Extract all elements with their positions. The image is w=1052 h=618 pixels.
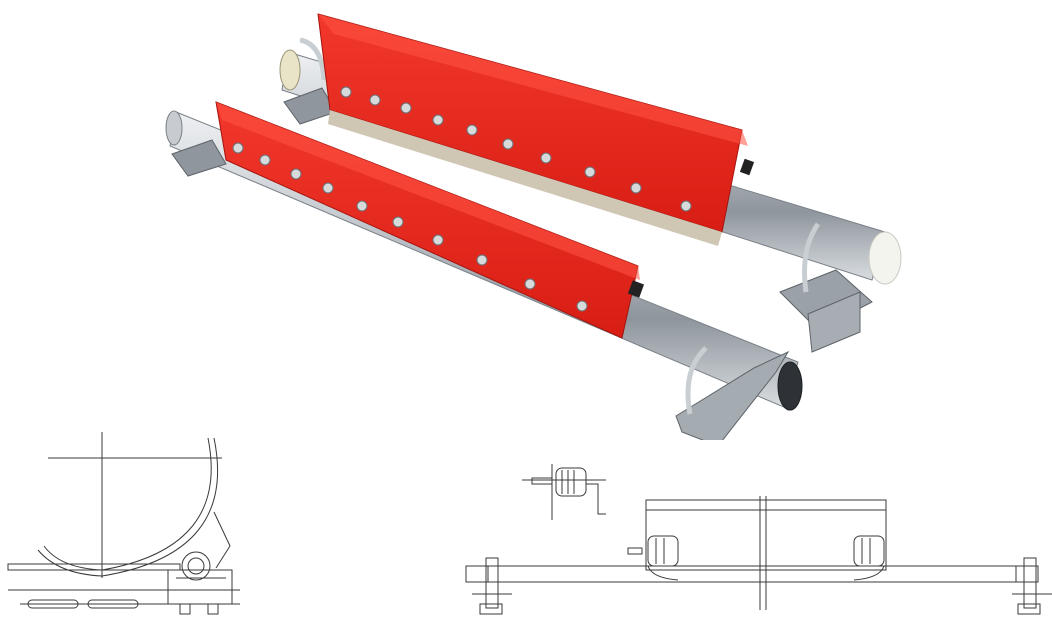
front-left-bracket [171, 139, 227, 177]
front-end-cap-right [777, 361, 803, 411]
front-view-drawing [465, 464, 1052, 615]
product-photo [165, 13, 902, 440]
front-scraper [165, 101, 803, 440]
back-end-cap-right [868, 231, 902, 285]
back-end-cap-left [279, 49, 301, 91]
back-blade-bolts [340, 86, 692, 212]
front-blade-bolts [232, 142, 588, 312]
front-right-bracket [675, 350, 790, 440]
side-view-drawing [7, 432, 240, 615]
back-scraper [279, 13, 902, 353]
front-end-cap-left [165, 110, 183, 146]
front-blade [215, 101, 639, 339]
